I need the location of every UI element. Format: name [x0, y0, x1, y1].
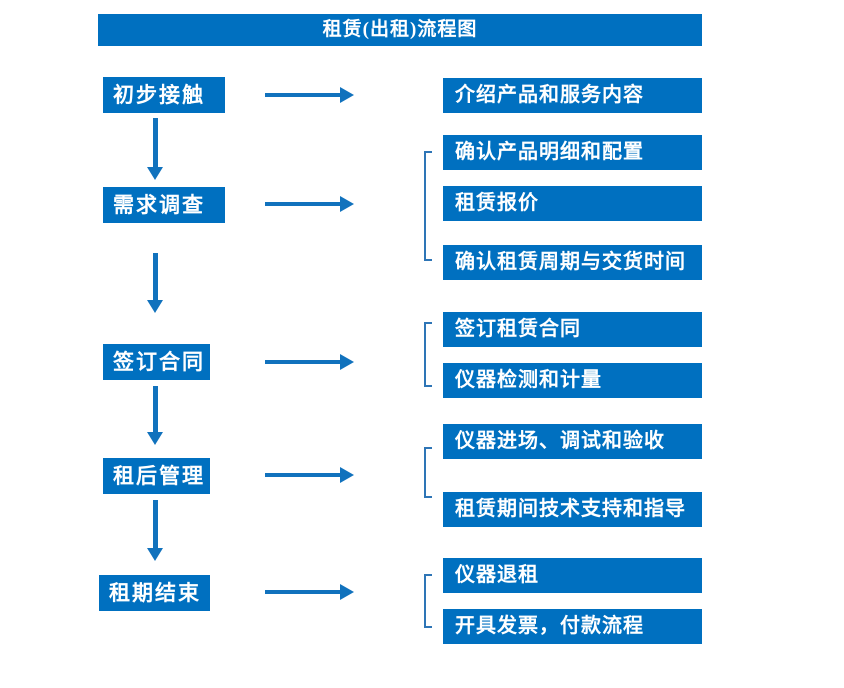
right-arrow-icon: [265, 467, 354, 483]
detail-box-confirm-period: 确认租赁周期与交货时间: [443, 245, 702, 280]
detail-box-instrument-testing: 仪器检测和计量: [443, 363, 702, 398]
down-arrow-icon: [147, 500, 163, 561]
down-arrow-icon: [147, 386, 163, 445]
group-bracket: [424, 447, 432, 498]
right-arrow-icon: [265, 196, 354, 212]
stage-box-demand-survey: 需求调查: [103, 187, 225, 223]
detail-box-instrument-install: 仪器进场、调试和验收: [443, 424, 702, 459]
detail-box-intro-products: 介绍产品和服务内容: [443, 78, 702, 113]
stage-box-rental-end: 租期结束: [99, 575, 210, 611]
group-bracket: [424, 151, 432, 261]
detail-box-tech-support: 租赁期间技术支持和指导: [443, 492, 702, 527]
right-arrow-icon: [265, 584, 354, 600]
detail-box-sign-lease: 签订租赁合同: [443, 312, 702, 347]
group-bracket: [424, 574, 432, 628]
detail-box-instrument-return: 仪器退租: [443, 558, 702, 593]
detail-box-confirm-config: 确认产品明细和配置: [443, 135, 702, 170]
right-arrow-icon: [265, 354, 354, 370]
down-arrow-icon: [147, 118, 163, 180]
stage-box-post-rental-management: 租后管理: [103, 458, 210, 494]
stage-box-contract-signing: 签订合同: [103, 344, 210, 380]
group-bracket: [424, 322, 432, 387]
down-arrow-icon: [147, 253, 163, 313]
detail-box-rental-quote: 租赁报价: [443, 186, 702, 221]
stage-box-initial-contact: 初步接触: [103, 77, 225, 113]
diagram-title: 租赁(出租)流程图: [322, 19, 478, 40]
detail-box-invoice-payment: 开具发票，付款流程: [443, 609, 702, 644]
diagram-title-bar: 租赁(出租)流程图: [98, 14, 702, 46]
right-arrow-icon: [265, 87, 354, 103]
